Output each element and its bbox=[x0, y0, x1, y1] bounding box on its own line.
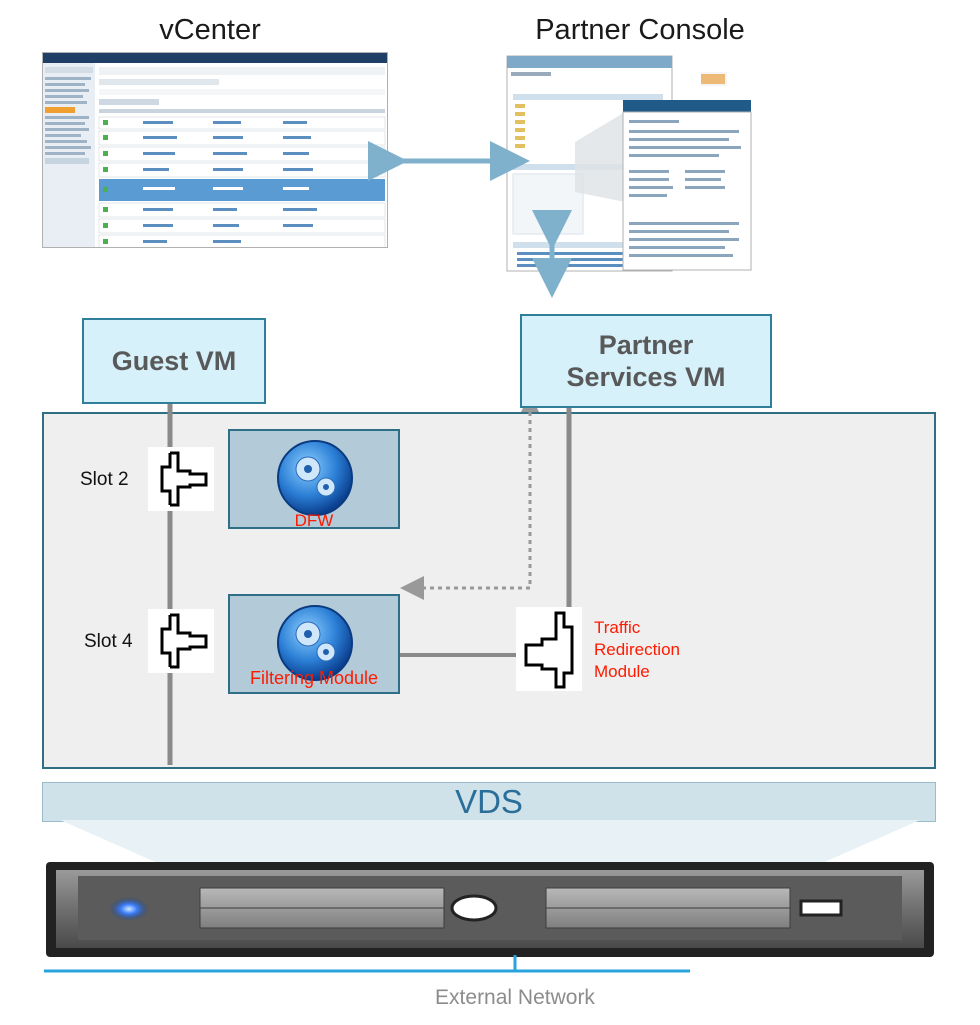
server-led-icon bbox=[109, 897, 149, 921]
external-network-label: External Network bbox=[435, 986, 595, 1009]
dfw-label: DFW bbox=[294, 511, 334, 530]
external-network-line bbox=[44, 955, 690, 973]
t-connector-icon-slot2 bbox=[148, 447, 214, 511]
guest-vm-box[interactable]: Guest VM bbox=[82, 318, 266, 404]
traffic-redirection-label: Traffic Redirection Module bbox=[594, 618, 680, 681]
filtering-module-label: Filtering Module bbox=[249, 668, 379, 688]
filtering-module[interactable]: Filtering Module bbox=[228, 594, 400, 694]
vcenter-ui-thumbnail bbox=[43, 53, 387, 247]
slot-4-label: Slot 4 bbox=[84, 631, 133, 652]
vds-projection bbox=[60, 820, 920, 864]
server-illustration bbox=[56, 870, 924, 948]
partner-services-vm-box[interactable]: Partner Services VM bbox=[520, 314, 772, 408]
dfw-module[interactable]: DFW bbox=[228, 429, 400, 530]
partner-console-title: Partner Console bbox=[535, 14, 745, 46]
slot-2-label: Slot 2 bbox=[80, 469, 129, 490]
server-chassis bbox=[46, 862, 934, 957]
t-connector-icon-redirection bbox=[516, 607, 582, 691]
gears-icon bbox=[277, 605, 353, 681]
vds-bar[interactable]: VDS bbox=[42, 782, 936, 822]
gears-icon bbox=[277, 440, 353, 516]
t-connector-icon-slot4 bbox=[148, 609, 214, 673]
vcenter-title: vCenter bbox=[159, 14, 261, 46]
vcenter-screenshot bbox=[42, 52, 388, 248]
